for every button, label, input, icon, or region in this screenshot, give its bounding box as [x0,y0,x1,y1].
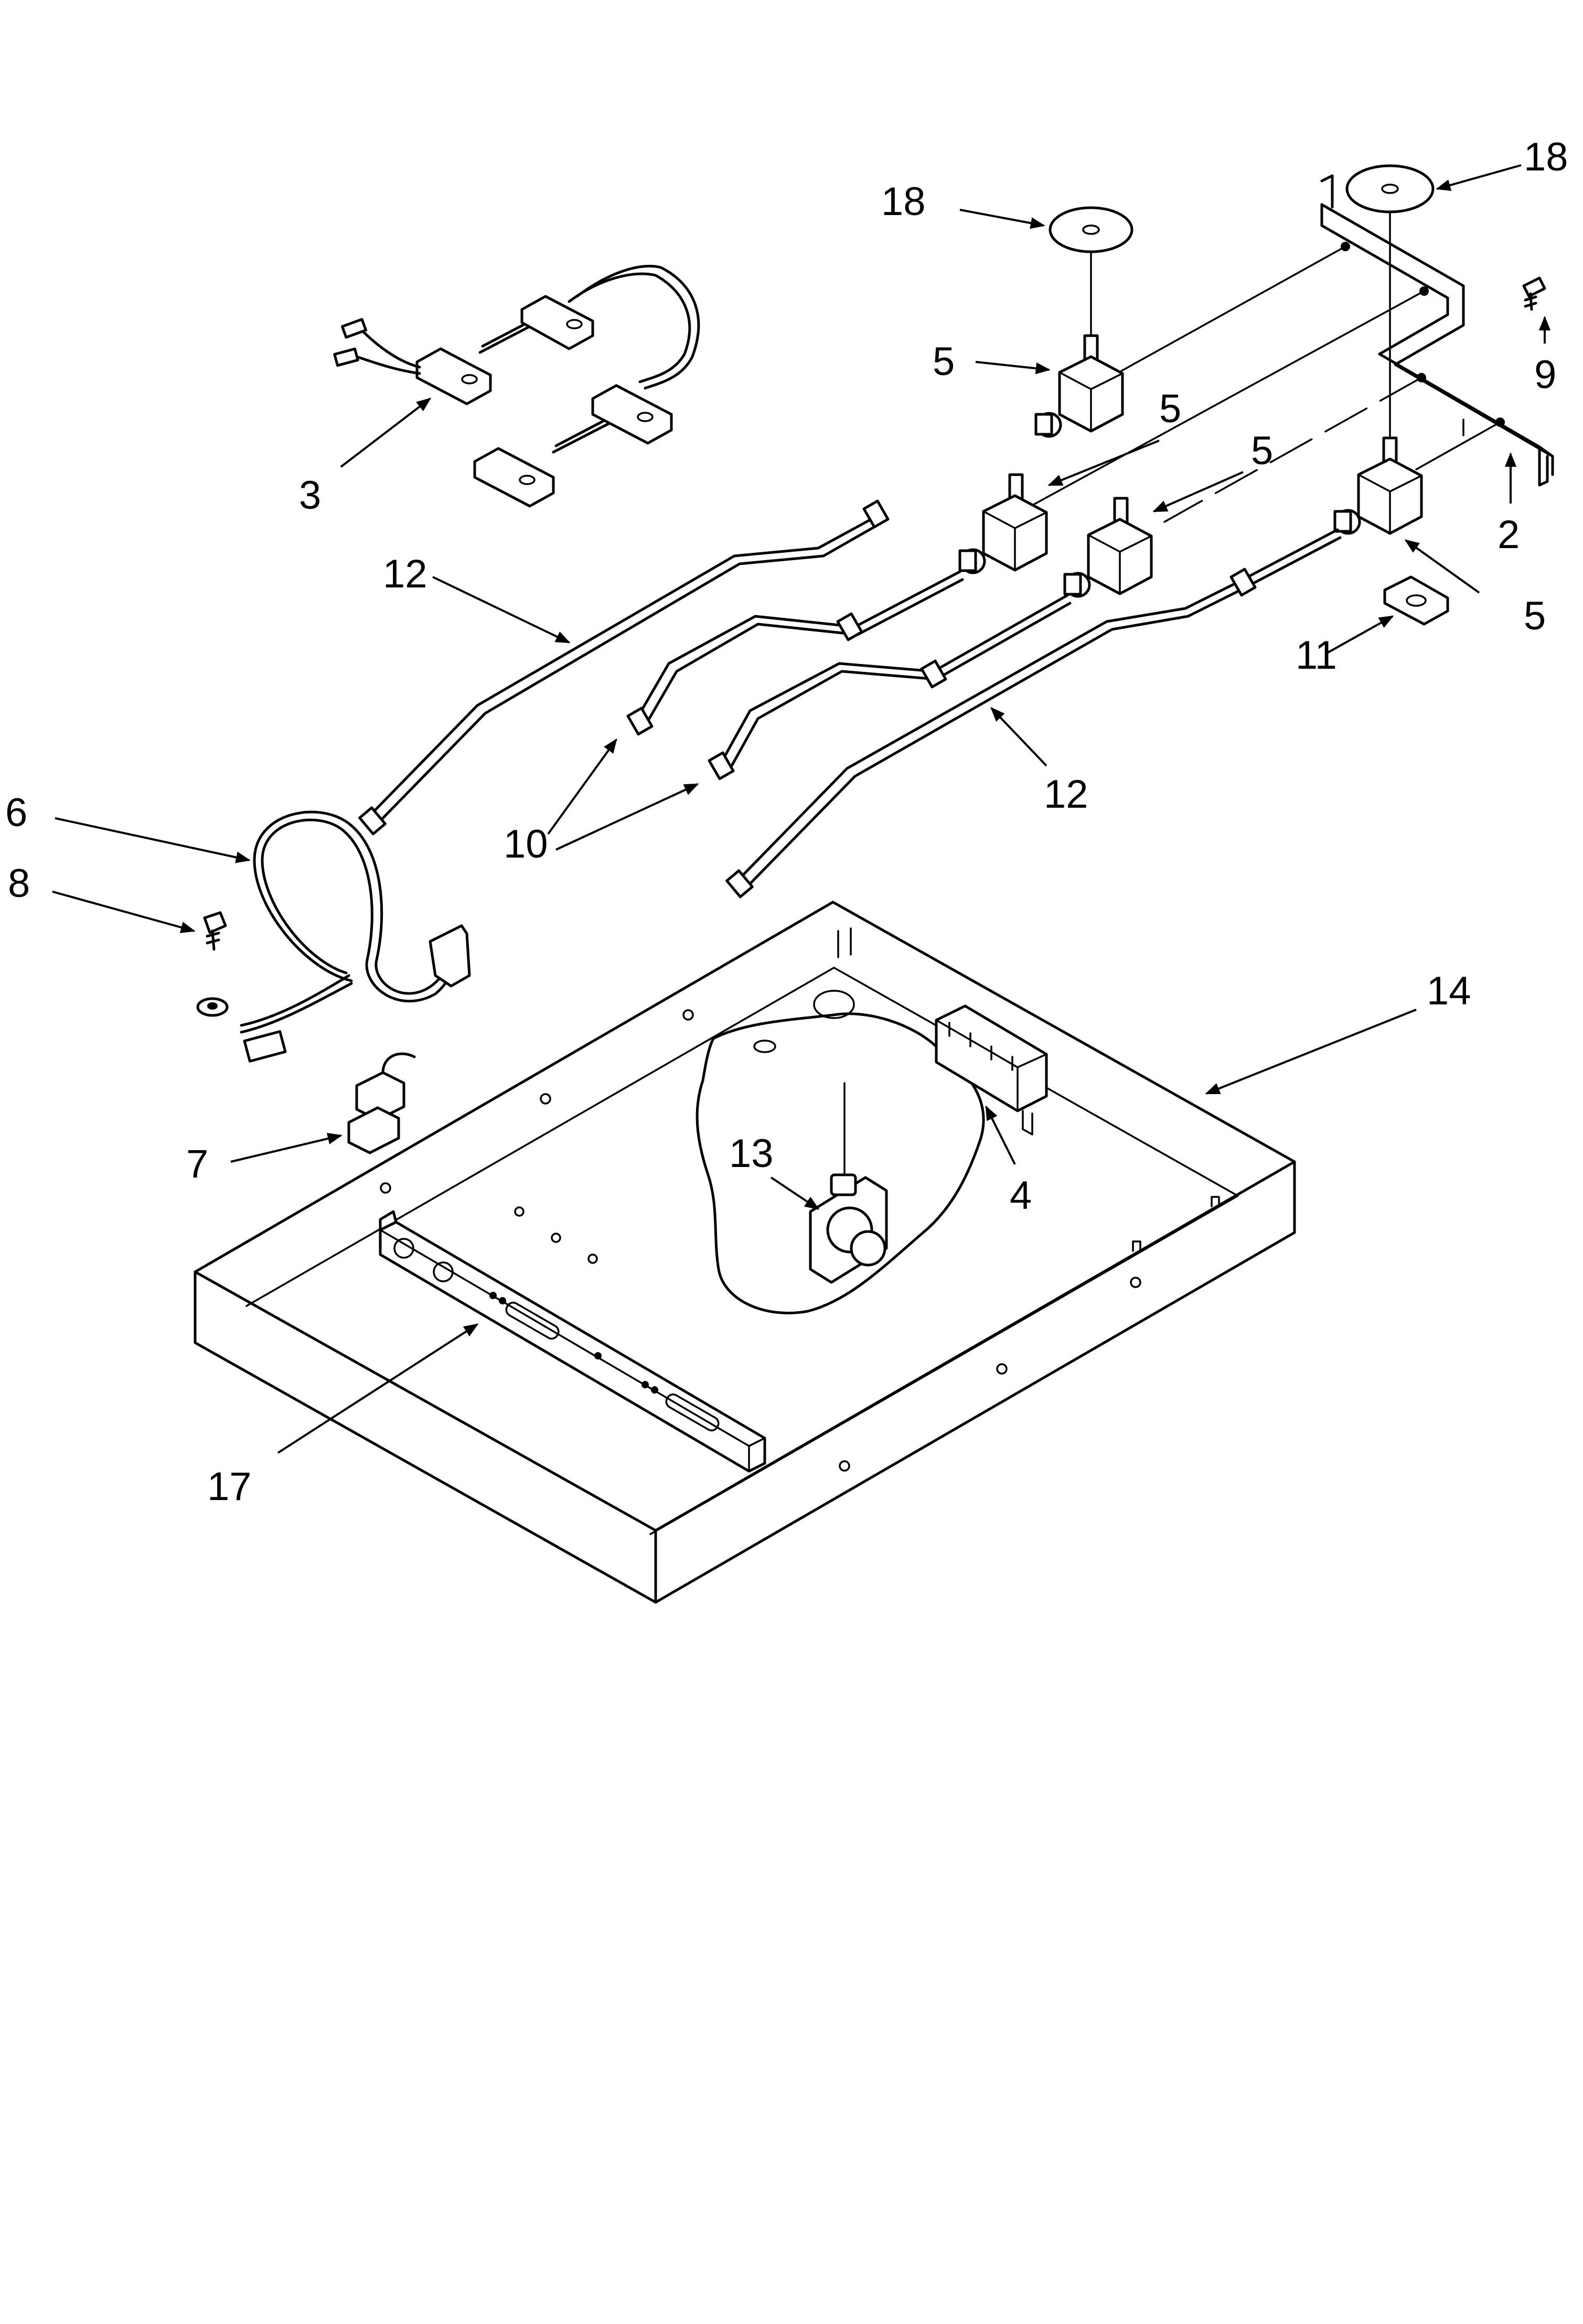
igniter-harness-3 [333,265,700,508]
valve-5-right [1333,436,1423,535]
callout-5-top: 5 [933,339,955,384]
base-pan [194,901,1296,1604]
cord-clamp-7 [347,1052,416,1154]
control-bracket-17 [379,1210,766,1473]
callout-8: 8 [8,861,30,906]
callout-11: 11 [1296,633,1337,678]
burner-cap-18-left [1049,206,1133,345]
burner-cap-18-right [1345,164,1435,452]
callout-7: 7 [186,1142,208,1186]
manifold-2 [1030,174,1554,523]
callout-14: 14 [1427,969,1471,1013]
ground-screw-8 [203,911,227,951]
valve-5-mid-right [1063,497,1153,598]
burner-tube-10-right [708,594,1072,780]
callout-9: 9 [1534,352,1556,397]
callout-10: 10 [504,822,548,866]
callout-4: 4 [1010,1173,1032,1218]
terminal-block-4 [935,1004,1048,1136]
leader-lines [52,164,1551,1454]
callout-5-right: 5 [1524,594,1546,638]
callout-6: 6 [5,790,27,835]
callout-3: 3 [299,473,321,518]
gasket-11 [1383,575,1449,626]
power-cord-6 [196,810,471,1063]
screw-9 [1522,276,1546,311]
pressure-regulator-13 [809,1082,888,1284]
callout-12-left: 12 [383,552,427,596]
valve-5-top [1034,334,1124,438]
burner-tube-12-left [358,499,890,836]
callout-18-left: 18 [881,179,926,224]
callout-18-right: 18 [1524,135,1568,179]
burner-tube-12-right [725,528,1342,898]
callout-5-mid-left: 5 [1159,387,1181,431]
callout-17: 17 [207,1464,252,1509]
callout-5-mid-right: 5 [1251,429,1273,473]
callout-2: 2 [1498,512,1520,557]
cutaway-view [696,1012,985,1314]
burner-tube-10-left [626,570,964,736]
callout-13: 13 [729,1131,774,1176]
callout-labels: 18 18 5 5 5 5 3 9 2 12 12 11 6 8 10 14 1… [5,135,1568,1509]
callout-12-right: 12 [1044,772,1088,817]
valve-5-mid-left [958,473,1048,574]
